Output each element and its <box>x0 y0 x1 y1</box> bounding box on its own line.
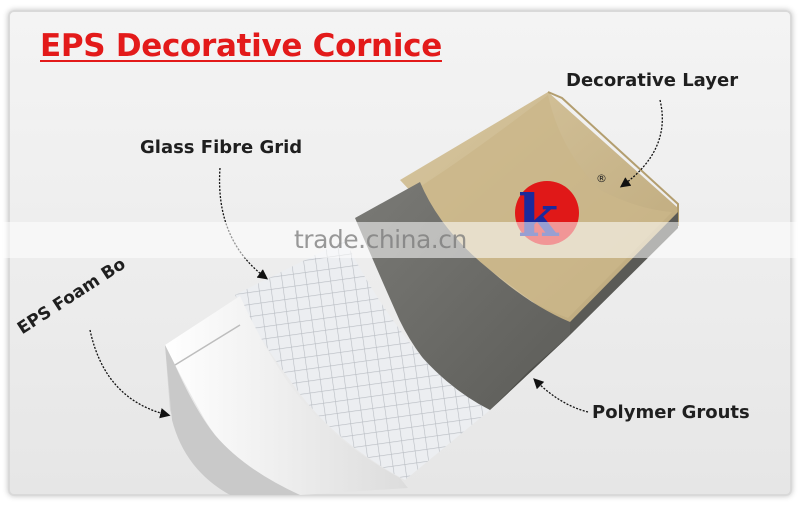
glass-fibre-grid-label: Glass Fibre Grid <box>140 137 303 158</box>
glass-fibre-grid-shape <box>235 240 490 480</box>
registered-mark: ® <box>596 172 607 185</box>
polymer-grouts-label: Polymer Grouts <box>592 402 750 423</box>
watermark: trade.china.cn <box>294 225 467 254</box>
arrow-icon <box>89 329 171 419</box>
watermark-band <box>0 222 800 258</box>
page-title: EPS Decorative Cornice <box>40 28 442 64</box>
arrow-icon <box>619 99 663 188</box>
eps-foam-board-shape <box>165 296 408 495</box>
decorative-layer-label: Decorative Layer <box>566 70 739 91</box>
arrow-icon <box>533 378 589 413</box>
